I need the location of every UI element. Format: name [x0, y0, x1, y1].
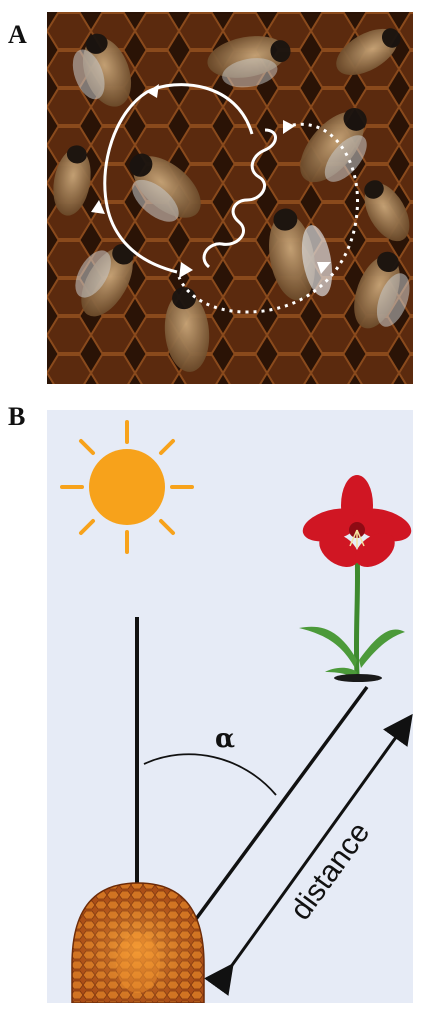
waggle-dance-photo [47, 12, 413, 384]
panel-label-a: A [8, 20, 27, 50]
hive-icon [72, 883, 204, 1003]
panel-label-b: B [8, 402, 25, 432]
dance-orientation-diagram: α distance [47, 410, 413, 1003]
sun-icon [62, 422, 192, 552]
angle-label: α [215, 724, 235, 754]
